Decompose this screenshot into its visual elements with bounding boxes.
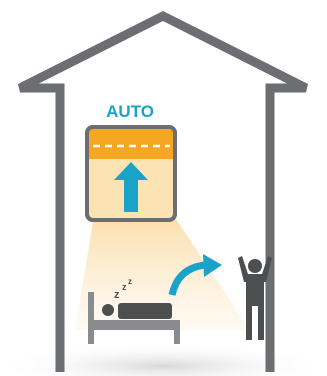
svg-text:z: z bbox=[128, 277, 132, 286]
svg-text:z: z bbox=[122, 282, 127, 292]
auto-label: AUTO bbox=[106, 102, 154, 121]
floor-shadow bbox=[0, 344, 327, 376]
svg-text:z: z bbox=[114, 289, 120, 301]
